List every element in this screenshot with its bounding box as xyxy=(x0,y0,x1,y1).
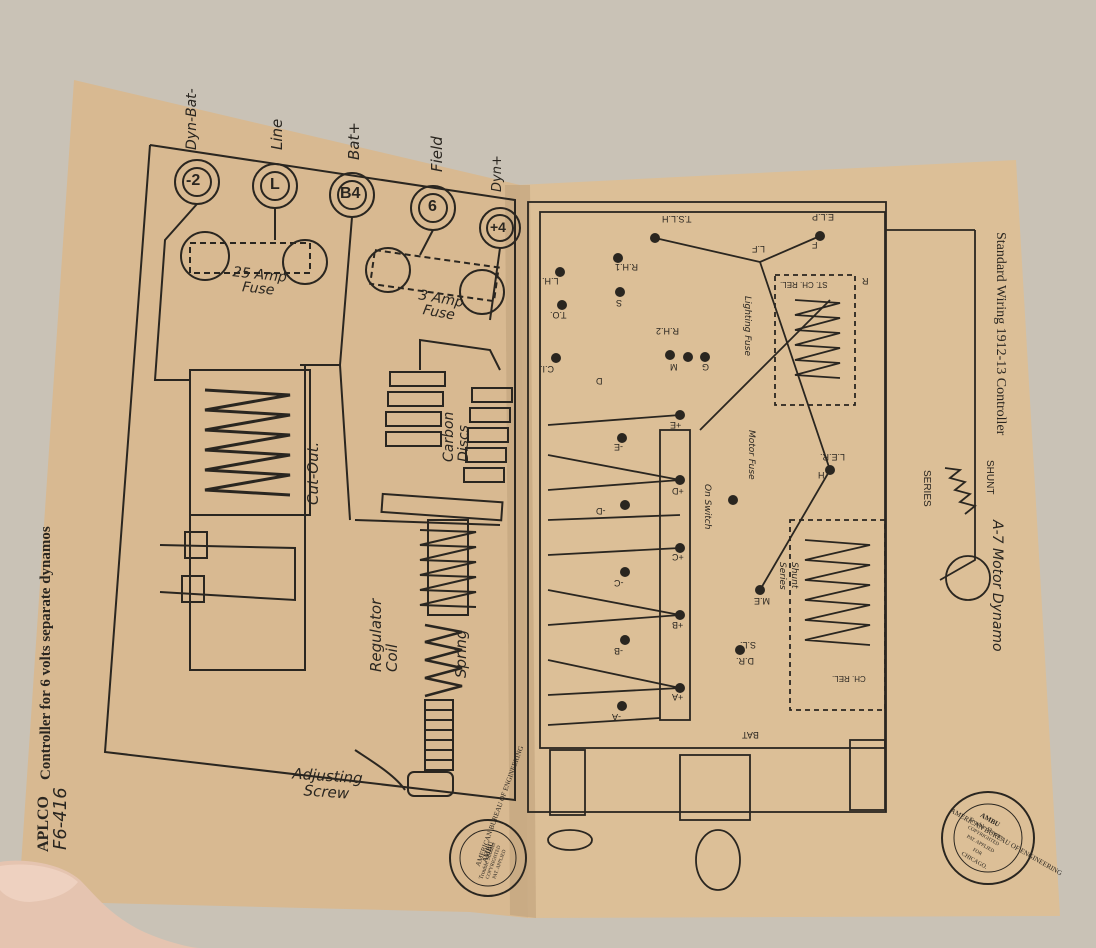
terminal-label: D xyxy=(596,376,603,386)
terminal-label: Dyn+ xyxy=(490,155,505,192)
terminal-dots xyxy=(551,231,835,711)
terminal-label: E.L.P xyxy=(812,212,835,222)
terminal-label: G xyxy=(702,362,710,372)
terminal-label: L.F xyxy=(752,244,766,254)
terminal-label: H xyxy=(818,470,825,480)
terminal-label: L.E.R. xyxy=(820,452,846,462)
terminal-symbol: -2 xyxy=(186,172,201,189)
right-wiring xyxy=(527,201,991,891)
terminal-label: BAT xyxy=(742,730,759,740)
shunt-label: SHUNT xyxy=(984,460,995,495)
terminal-symbol: 6 xyxy=(428,198,437,215)
terminal-label: D.R. xyxy=(736,656,754,666)
terminal-label: T.S.L.H xyxy=(662,214,692,224)
terminal-label: Line xyxy=(268,118,286,150)
terminal-label: Bat+ xyxy=(345,122,363,160)
terminal-label: R.H.2 xyxy=(656,326,680,336)
row-label: -E xyxy=(614,442,623,452)
terminal-symbol: +4 xyxy=(490,219,506,235)
terminal-rows xyxy=(547,414,681,726)
page-code: F6-416 xyxy=(50,787,71,850)
st-ch-rel-label: ST. CH. REL. xyxy=(780,280,828,289)
shunt-series-label: Shunt Series xyxy=(777,562,799,590)
cut-out-label: Cut-Out. xyxy=(304,441,322,505)
spring-label: Spring xyxy=(452,629,470,678)
carbon-discs-label: Carbon Discs xyxy=(441,411,472,462)
motor-fuse-label: Motor Fuse xyxy=(746,430,756,480)
row-label: +E xyxy=(670,420,682,430)
series-label: SERIES xyxy=(921,470,932,507)
row-label: +D xyxy=(672,486,684,496)
terminal-symbol: B4 xyxy=(340,185,361,202)
regulator-coil-label: Regulator Coil xyxy=(367,598,401,672)
terminal-label: M.E xyxy=(754,596,771,606)
row-label: +B xyxy=(672,620,684,630)
right-title: Standard Wiring 1912-13 Controller xyxy=(993,232,1008,436)
left-wiring xyxy=(103,144,521,802)
right-stamp-ring xyxy=(941,791,1035,885)
terminal-label: C.I. xyxy=(540,364,555,374)
row-label: -C xyxy=(614,578,624,588)
terminal-label: Dyn-Bat- xyxy=(184,88,200,150)
left-stamp-ring xyxy=(449,819,527,897)
lighting-fuse-label: Lighting Fuse xyxy=(742,296,752,356)
terminal-label: T.O. xyxy=(550,310,567,320)
side-title: Controller for 6 volts separate dynamos xyxy=(38,526,54,780)
terminal-symbol: L xyxy=(270,176,280,193)
row-label: -A xyxy=(612,712,621,722)
terminal-label: R.H.1 xyxy=(615,262,639,272)
row-label: -B xyxy=(614,646,623,656)
dynamo-label: A-7 Motor Dynamo xyxy=(989,520,1005,652)
row-label: +A xyxy=(672,692,684,702)
terminal-label: S.L. xyxy=(740,640,757,650)
terminal-label: F xyxy=(812,240,818,250)
left-page xyxy=(20,80,528,918)
terminal-label: M xyxy=(670,362,678,372)
row-label: -D xyxy=(596,506,606,516)
on-switch-label: On Switch xyxy=(702,484,712,530)
ch-rel-label: CH. REL. xyxy=(832,674,866,683)
terminal-label: S xyxy=(616,298,623,308)
terminal-label: L.H. xyxy=(542,276,559,286)
terminal-label: Field xyxy=(428,136,446,172)
row-label: +C xyxy=(672,552,684,562)
terminal-label: R xyxy=(862,276,869,286)
